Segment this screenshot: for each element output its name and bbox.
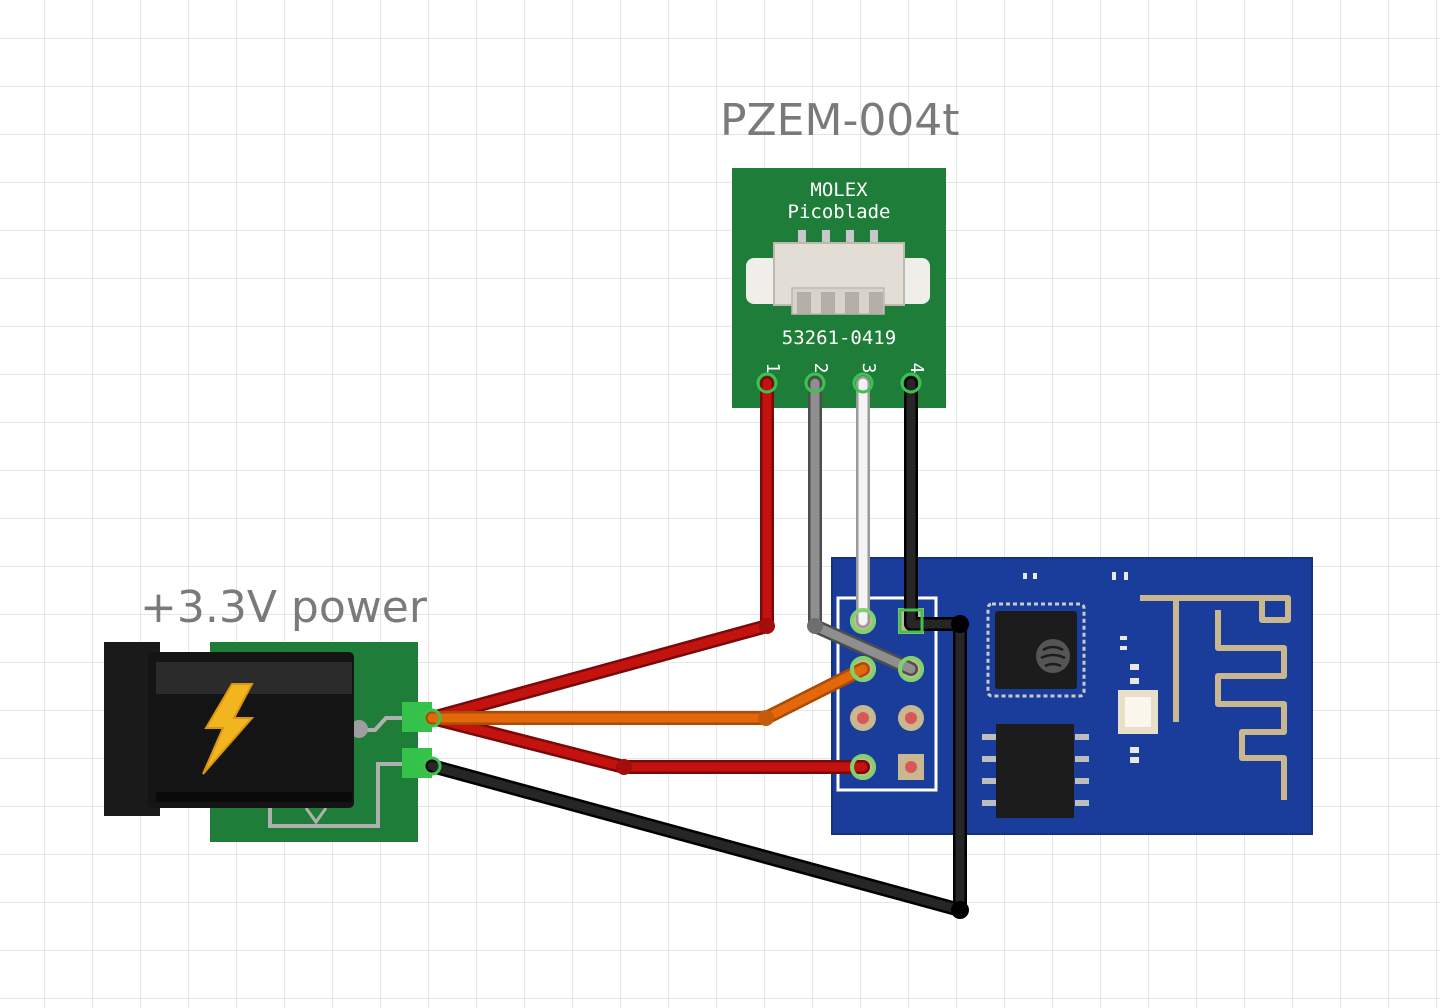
- smd-components: [1023, 572, 1158, 763]
- pzem-title: PZEM-004t: [720, 95, 960, 146]
- flash-chip: [982, 724, 1089, 818]
- molex-label-line1: MOLEX: [810, 179, 868, 201]
- molex-board[interactable]: MOLEX Picoblade 53261-0419 1 2 3 4: [732, 168, 946, 408]
- wire-red-vcc-to-molex[interactable]: [425, 376, 774, 725]
- picoblade-connector: [746, 230, 930, 315]
- pin-label-4: 4: [906, 363, 927, 374]
- esp-header-outline: [836, 596, 938, 792]
- power-title: +3.3V power: [140, 582, 428, 633]
- wire-bendpoints: [616, 615, 969, 919]
- molex-label-line2: Picoblade: [788, 201, 891, 223]
- molex-part-number: 53261-0419: [782, 327, 896, 349]
- pin-label-3: 3: [858, 363, 879, 374]
- esp8266-chip: [986, 602, 1086, 698]
- power-jack-module[interactable]: [104, 642, 432, 842]
- lightning-bolt-icon: [202, 683, 255, 775]
- pin-label-1: 1: [762, 363, 783, 374]
- pin-label-2: 2: [810, 363, 831, 374]
- wire-red-vcc-to-esp[interactable]: [425, 711, 870, 774]
- antenna-trace: [1140, 595, 1291, 800]
- connection-points: [422, 372, 924, 780]
